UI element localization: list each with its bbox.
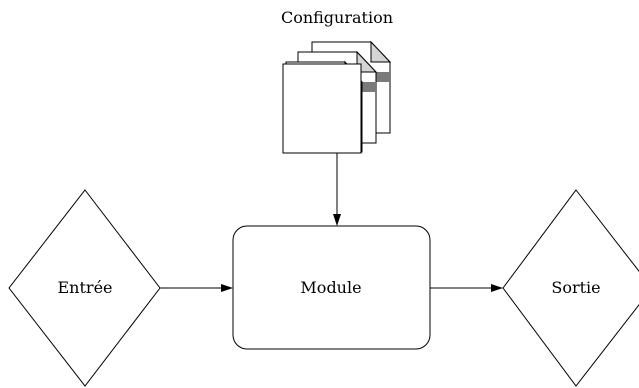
output-label: Sortie	[551, 278, 600, 297]
configuration-label: Configuration	[281, 8, 393, 27]
input-diamond	[8, 189, 161, 387]
config-document-0	[282, 63, 362, 154]
output-diamond	[502, 189, 639, 387]
input-label: Entrée	[58, 278, 113, 297]
module-label: Module	[300, 278, 361, 297]
configuration-documents-icon	[282, 40, 392, 154]
